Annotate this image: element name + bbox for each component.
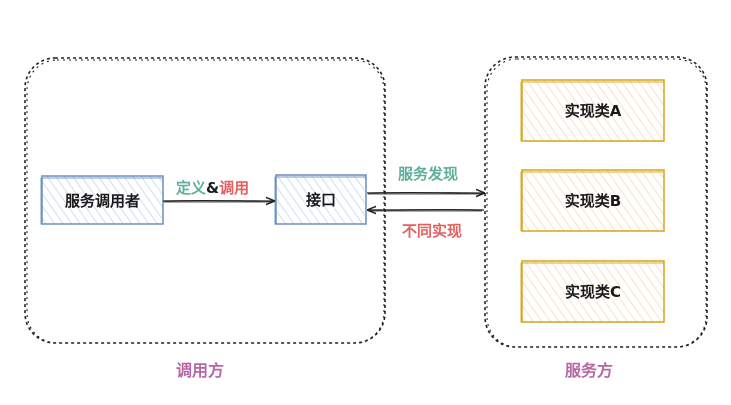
impl-b-node-label: 实现类B: [564, 192, 622, 210]
ampersand-text: &: [206, 179, 220, 197]
interface-to-provider-arrow: [366, 193, 484, 194]
call-text: 调用: [219, 179, 250, 197]
impl-c-node-label: 实现类C: [564, 283, 621, 301]
provider-group: [484, 56, 708, 348]
consumer-node-label: 服务调用者: [64, 191, 140, 210]
impl-b-node-shape: [520, 169, 665, 232]
caller-group: [24, 57, 386, 344]
provider-to-interface-arrow: [368, 210, 485, 211]
interface-node-shape: [274, 174, 367, 225]
provider-group-label: 服务方: [565, 361, 614, 380]
impl-a-node: 实现类A: [522, 80, 664, 141]
consumer-node-shape: [40, 175, 164, 225]
impl-a-node-shape: [520, 79, 665, 142]
impl-b-node: 实现类B: [522, 170, 664, 231]
caller-group-label: 调用方: [176, 361, 225, 380]
define-and-call-label: 定义&调用: [176, 177, 249, 198]
impl-a-node-label: 实现类A: [564, 102, 622, 120]
consumer-node: 服务调用者: [42, 176, 163, 224]
different-impl-label: 不同实现: [402, 222, 463, 240]
impl-c-node: 实现类C: [522, 261, 664, 322]
interface-node-label: 接口: [305, 191, 336, 209]
define-text: 定义: [176, 179, 207, 197]
consumer-to-interface-arrow: [162, 201, 274, 202]
interface-node: 接口: [276, 175, 366, 224]
impl-c-node-shape: [520, 260, 665, 323]
service-discovery-label: 服务发现: [398, 165, 459, 183]
